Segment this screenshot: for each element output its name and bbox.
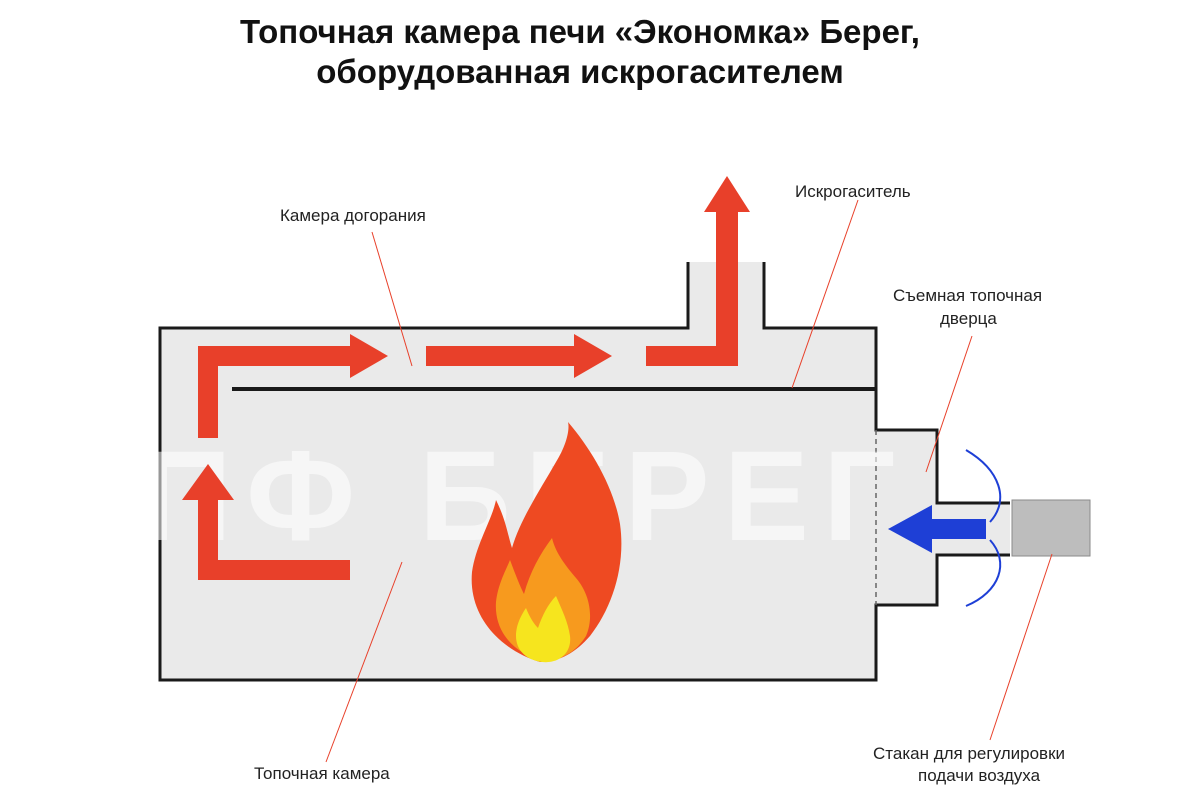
label-door-line-1: Съемная топочная xyxy=(893,286,1042,305)
flow-arrow-chimney-head xyxy=(704,176,750,212)
label-cup-line-1: Стакан для регулировки xyxy=(873,744,1065,763)
flow-arrow-top-2-head xyxy=(574,334,612,378)
flow-arrow-up-lower-head xyxy=(182,464,234,500)
leader-spark-arrester xyxy=(791,199,859,389)
air-curve-lower xyxy=(965,539,1002,607)
flow-arrow-top-1-head xyxy=(350,334,388,378)
title-line-1: Топочная камера печи «Экономка» Берег, xyxy=(240,13,920,50)
flame-icon xyxy=(471,422,622,663)
air-arrow-shaft xyxy=(928,519,986,539)
flow-arrow-top-1-shaft xyxy=(198,346,356,366)
air-curve-upper xyxy=(965,449,1002,523)
flow-arrow-up-lower-shaft xyxy=(198,496,218,580)
label-afterburn-chamber: Камера догорания xyxy=(280,206,426,225)
leader-cup xyxy=(989,553,1053,741)
leader-lines xyxy=(325,199,1053,763)
flow-arrow-bottom xyxy=(198,560,350,580)
leader-firebox xyxy=(325,561,403,763)
leader-afterburn xyxy=(371,231,413,367)
label-spark-arrester: Искрогаситель xyxy=(795,182,911,201)
label-firebox: Топочная камера xyxy=(254,764,390,783)
flow-arrow-chimney-horizontal xyxy=(646,346,738,366)
label-door-line-2: дверца xyxy=(940,309,997,328)
leader-door xyxy=(925,335,973,473)
air-intake-arrow xyxy=(888,505,986,553)
diagram-title: Топочная камера печи «Экономка» Берег, о… xyxy=(0,12,1160,92)
flow-arrow-up-upper-shaft xyxy=(198,346,218,438)
flow-arrow-top-2-shaft xyxy=(426,346,578,366)
label-cup-line-2: подачи воздуха xyxy=(918,766,1041,785)
smoke-flow-arrows xyxy=(182,176,750,580)
air-regulation-cup xyxy=(1011,499,1091,557)
title-line-2: оборудованная искрогасителем xyxy=(316,53,844,90)
flame-inner xyxy=(516,596,571,663)
flow-arrow-chimney-vertical xyxy=(716,206,738,366)
air-arrow-head xyxy=(888,505,932,553)
